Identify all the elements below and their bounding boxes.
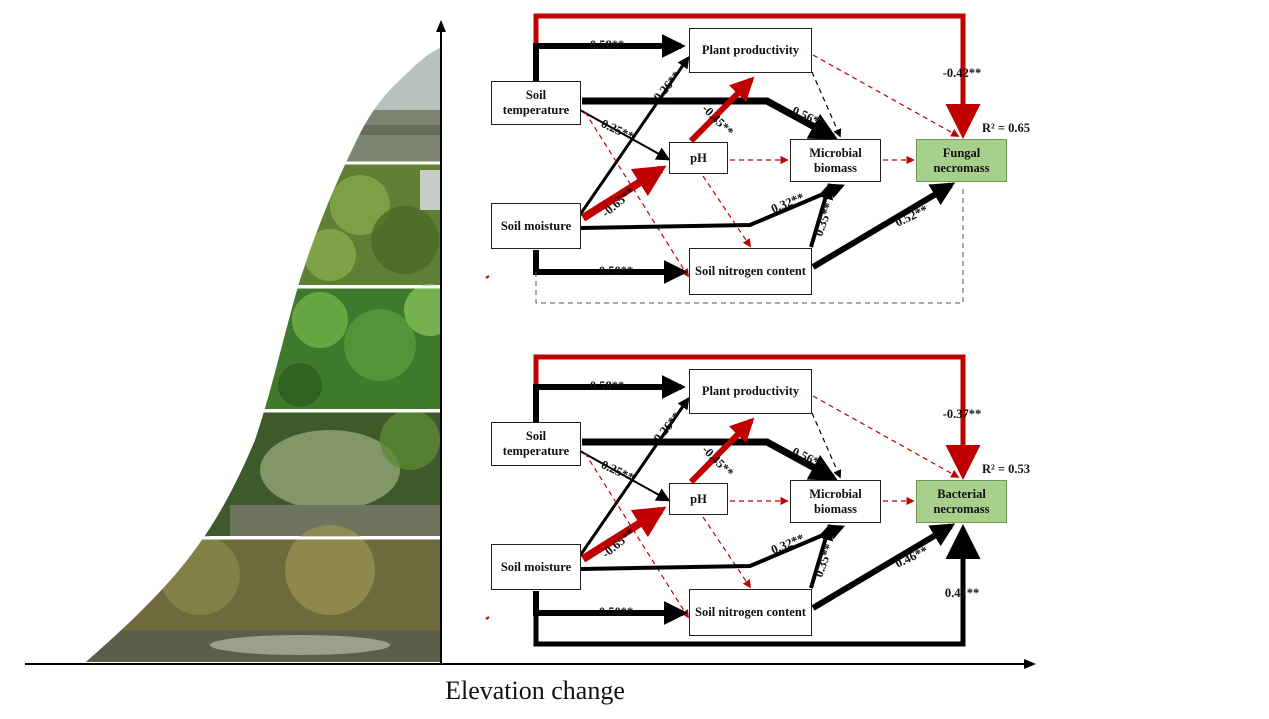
band-dense-canopy: [86, 284, 440, 409]
path-ph-nitrogen-dashed: [702, 516, 751, 589]
node-soil-nitrogen-fungal: Soil nitrogen content: [689, 248, 812, 295]
coef-nitrogen-microbe: 0.35**: [811, 201, 836, 238]
path-ph-plant: [688, 76, 755, 144]
band-hill-forest: [86, 164, 440, 285]
path-nitrogen-microbe: [809, 523, 834, 589]
path-moisture-outcome: [533, 524, 981, 647]
node-label: Soil moisture: [500, 559, 572, 574]
node-label: Microbial biomass: [809, 145, 862, 175]
node-label: Soil temperature: [502, 88, 570, 117]
coef-moisture-nitrogen: 0.50**: [599, 605, 633, 619]
coef-ph-plant: -0.45**: [699, 443, 736, 480]
node-label: Soil nitrogen content: [695, 264, 806, 278]
path-plant-outcome-dashed: [812, 395, 960, 478]
path-moisture-plant: [573, 397, 690, 564]
path-ph-nitrogen-dashed: [702, 175, 751, 248]
node-soil-temperature-fungal: Soil temperature: [491, 81, 581, 125]
node-plant-productivity-fungal: Plant productivity: [689, 28, 812, 73]
coef-temperature-ph: 0.25**: [599, 116, 636, 143]
node-outcome-fungal: Fungal necromass: [916, 139, 1007, 182]
axes: Elevation change: [25, 20, 1036, 705]
r-squared-label: R² = 0.53: [982, 462, 1030, 476]
node-label: pH: [690, 491, 707, 506]
coef-temperature-ph: 0.25**: [599, 457, 636, 484]
node-ph-bacterial: pH: [669, 483, 728, 515]
node-label: pH: [690, 150, 707, 165]
path-plant-microbe-dashed: [811, 412, 842, 479]
path-nitrogen-microbe: [809, 182, 834, 248]
path-nitrogen-outcome: [811, 523, 956, 611]
node-soil-nitrogen-bacterial: Soil nitrogen content: [689, 589, 812, 636]
node-ph-fungal: pH: [669, 142, 728, 174]
path-temperature-ph: [579, 450, 671, 502]
node-label: Bacterial necromass: [933, 486, 990, 516]
coef-moisture-nitrogen: 0.50**: [599, 264, 633, 278]
path-moisture-outcome-dashed: [535, 188, 964, 304]
edge-tick: [485, 616, 490, 620]
node-plant-productivity-bacterial: Plant productivity: [689, 369, 812, 414]
node-label: Soil temperature: [502, 429, 570, 458]
node-soil-temperature-bacterial: Soil temperature: [491, 422, 581, 466]
path-temperature-plant: [533, 375, 686, 422]
path-plant-outcome-dashed: [812, 54, 960, 137]
coef-temperature-plant: 0.58**: [590, 379, 624, 393]
node-microbial-biomass-fungal: Microbial biomass: [790, 139, 881, 182]
y-axis-arrowhead: [436, 20, 446, 32]
node-microbial-biomass-bacterial: Microbial biomass: [790, 480, 881, 523]
path-temperature-microbe: [582, 438, 838, 482]
band-misty-stream-forest: [86, 410, 440, 536]
r-squared-label: R² = 0.65: [982, 121, 1030, 135]
edge-tick: [485, 275, 490, 279]
node-label: Microbial biomass: [809, 486, 862, 516]
path-temperature-ph: [579, 109, 671, 161]
coef-moisture-microbe: 0.32**: [769, 531, 806, 557]
path-moisture-ph: [580, 165, 667, 222]
coef-temperature-plant: 0.58**: [590, 38, 624, 52]
path-temperature-plant: [533, 34, 686, 81]
path-moisture-microbe: [580, 183, 845, 230]
node-label: Soil moisture: [500, 218, 572, 233]
band-foggy-forest: [86, 48, 440, 162]
path-moisture-plant: [573, 56, 690, 223]
coef-temperature-outcome: -0.42**: [943, 66, 982, 80]
coef-ph-plant: -0.45**: [699, 102, 736, 139]
node-soil-moisture-bacterial: Soil moisture: [491, 544, 581, 590]
path-temperature-microbe: [582, 97, 838, 141]
elevation-landscape: [86, 48, 440, 662]
node-label: Plant productivity: [701, 384, 800, 398]
node-label: Soil nitrogen content: [695, 605, 806, 619]
path-nitrogen-outcome: [811, 182, 956, 270]
coef-moisture-microbe: 0.32**: [769, 190, 806, 216]
node-soil-moisture-fungal: Soil moisture: [491, 203, 581, 249]
node-label: Plant productivity: [701, 43, 800, 57]
x-axis-arrowhead: [1024, 659, 1036, 669]
path-moisture-ph: [580, 506, 667, 563]
coef-temperature-outcome: -0.37**: [943, 407, 982, 421]
x-axis-label: Elevation change: [445, 676, 625, 705]
path-plant-microbe-dashed: [811, 71, 842, 138]
path-moisture-microbe: [580, 524, 845, 571]
coef-moisture-outcome: 0.41**: [945, 586, 979, 600]
node-label: Fungal necromass: [933, 145, 990, 175]
path-ph-plant: [688, 417, 755, 485]
node-outcome-bacterial: Bacterial necromass: [916, 480, 1007, 523]
band-riparian-woodland: [86, 525, 440, 662]
coef-nitrogen-microbe: 0.35**: [811, 542, 836, 579]
